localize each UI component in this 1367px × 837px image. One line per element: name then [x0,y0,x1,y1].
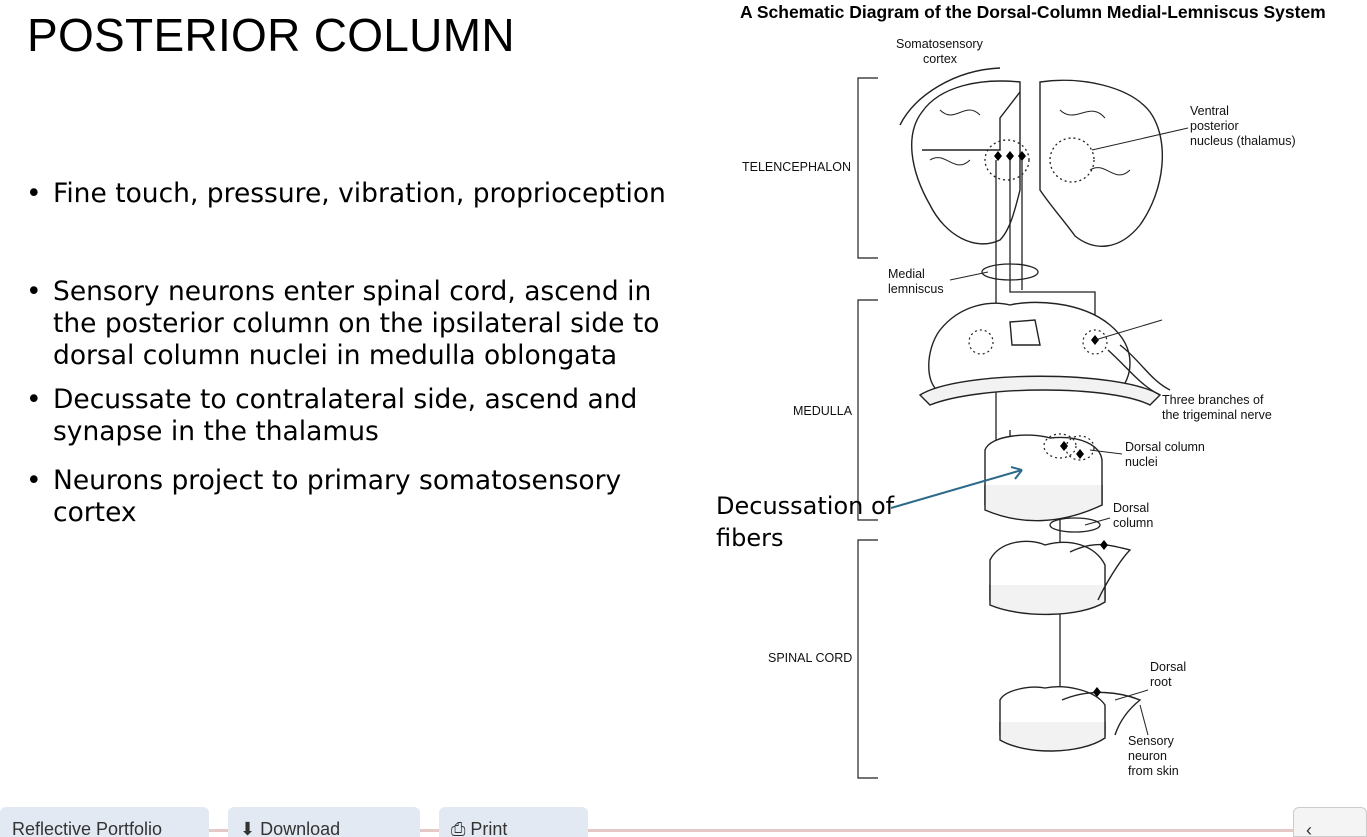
bullet-item: Neurons project to primary somatosensory… [24,465,653,529]
callout-line-1: Decussation of [716,492,895,520]
label-leaders [949,127,1189,736]
bottom-toolbar: Reflective Portfolio ⬇ Download ⎙ Print … [0,806,1367,837]
decussation-callout: Decussation of fibers [716,490,894,554]
synapse-markers-medulla-lower [1060,441,1084,459]
download-button[interactable]: ⬇ Download [228,807,420,837]
label-dorsal-column-nuclei-1: Dorsal column [1125,440,1205,454]
print-icon: ⎙ [451,819,471,837]
label-dorsal-root-1: Dorsal [1150,660,1186,674]
synapse-marker-spinal-lower [1093,687,1101,697]
slide-title: POSTERIOR COLUMN [27,9,515,61]
label-somatosensory-cortex-2: cortex [923,52,958,66]
region-label-spinal-cord: SPINAL CORD [768,651,852,665]
medulla-illustration [918,301,1171,406]
reflective-portfolio-label: Reflective Portfolio [12,819,163,837]
print-label: Print [470,819,508,837]
label-dorsal-column-2: column [1113,516,1153,530]
callout-line-2: fibers [716,524,784,552]
label-trigeminal-1: Three branches of [1162,393,1264,407]
label-dorsal-column-nuclei-2: nuclei [1125,455,1158,469]
label-sensory-neuron-1: Sensory [1128,734,1175,748]
print-button[interactable]: ⎙ Print [439,807,588,837]
reflective-portfolio-button[interactable]: Reflective Portfolio [0,807,209,837]
lower-medulla-illustration [984,434,1103,522]
label-sensory-neuron-3: from skin [1128,764,1179,778]
medulla-nuclei [968,329,1108,355]
label-somatosensory-cortex-1: Somatosensory [896,37,984,51]
bullet-item: Fine touch, pressure, vibration, proprio… [24,178,693,210]
synapse-marker-spinal-upper [1100,540,1108,550]
upper-spinal-cord-illustration [989,540,1132,616]
pathway-diagram: TELENCEPHALON MEDULLA SPINAL CORD Somato… [742,37,1296,779]
diagram-title: A Schematic Diagram of the Dorsal-Column… [740,2,1326,22]
download-icon: ⬇ [240,819,261,837]
thalamus-nuclei [984,137,1095,183]
chevron-left-icon: ‹ [1306,820,1312,837]
label-medial-lemniscus-2: lemniscus [888,282,944,296]
label-ventral-posterior-2: posterior [1190,119,1239,133]
brain-illustration [899,67,1164,247]
region-label-medulla: MEDULLA [793,404,853,418]
label-medial-lemniscus-1: Medial [888,267,925,281]
lower-spinal-cord-illustration [999,686,1142,752]
decussation-arrow [890,466,1023,509]
bullet-item: Decussate to contralateral side, ascend … [24,384,653,448]
region-brackets [857,77,878,779]
region-label-telencephalon: TELENCEPHALON [742,160,851,174]
slide: POSTERIOR COLUMN Fine touch, pressure, v… [0,0,1367,806]
download-label: Download [260,819,341,837]
page-nav-button[interactable]: ‹ [1293,807,1367,837]
label-trigeminal-2: the trigeminal nerve [1162,408,1272,422]
label-dorsal-root-2: root [1150,675,1172,689]
bullet-item: Sensory neurons enter spinal cord, ascen… [24,276,693,372]
label-sensory-neuron-2: neuron [1128,749,1167,763]
label-ventral-posterior-3: nucleus (thalamus) [1190,134,1296,148]
label-dorsal-column-1: Dorsal [1113,501,1149,515]
synapse-markers-thalamus [994,151,1026,161]
label-ventral-posterior-1: Ventral [1190,104,1229,118]
